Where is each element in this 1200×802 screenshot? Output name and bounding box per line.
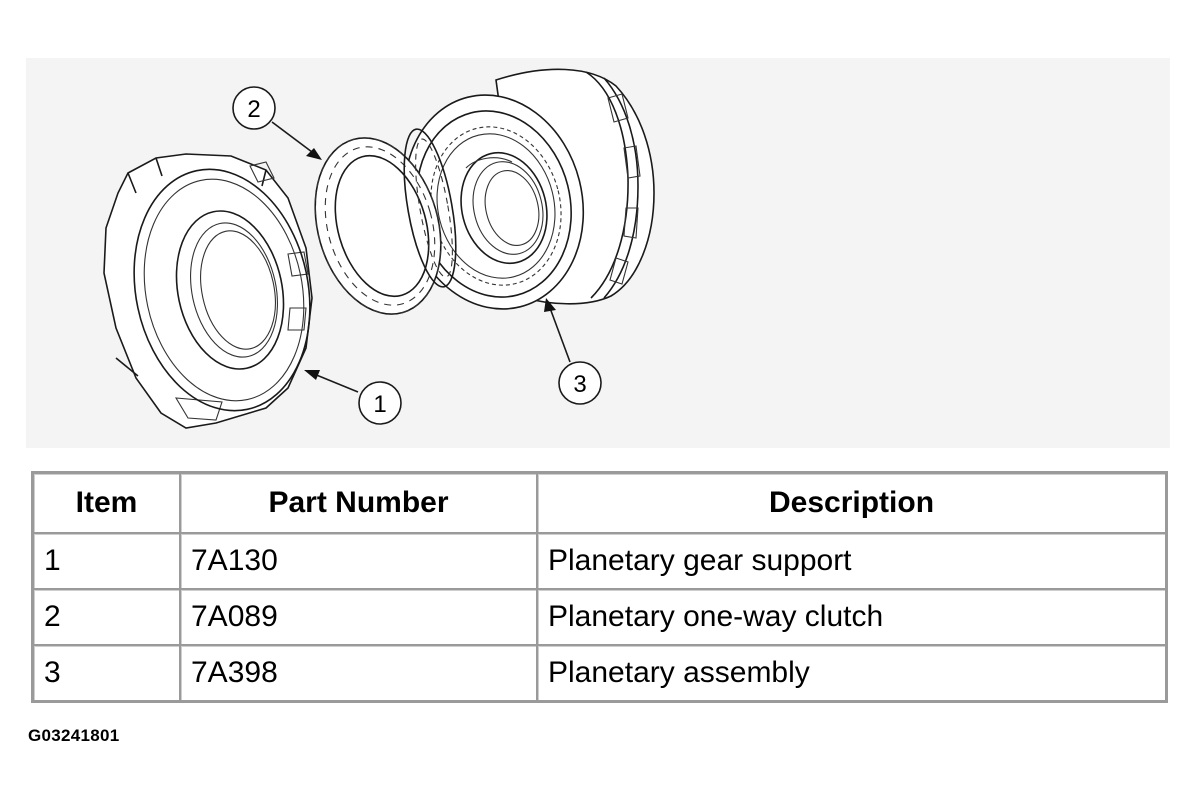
table-row: 1 7A130 Planetary gear support xyxy=(31,532,1168,590)
figure-reference-code: G03241801 xyxy=(28,726,120,745)
header-item: Item xyxy=(31,471,181,534)
cell-item: 1 xyxy=(31,532,181,590)
table-row: 3 7A398 Planetary assembly xyxy=(31,644,1168,703)
cell-description: Planetary assembly xyxy=(536,644,1168,703)
cell-item: 3 xyxy=(31,644,181,703)
callout-1: 1 xyxy=(304,370,402,425)
table-row: 2 7A089 Planetary one-way clutch xyxy=(31,588,1168,646)
table-header-row: Item Part Number Description xyxy=(31,471,1168,534)
diagram-drawing: 1 2 3 xyxy=(103,68,655,429)
callout-3-label: 3 xyxy=(573,371,586,398)
cell-description: Planetary one-way clutch xyxy=(536,588,1168,646)
exploded-parts-diagram: 1 2 3 xyxy=(26,58,1170,448)
cell-description: Planetary gear support xyxy=(536,532,1168,590)
header-description: Description xyxy=(536,471,1168,534)
callout-1-label: 1 xyxy=(373,391,386,418)
callout-2-label: 2 xyxy=(247,96,260,123)
planetary-gear-support-drawing xyxy=(103,153,313,429)
callout-2: 2 xyxy=(232,86,322,160)
callout-3: 3 xyxy=(544,298,602,405)
cell-part-number: 7A089 xyxy=(179,588,538,646)
cell-part-number: 7A398 xyxy=(179,644,538,703)
cell-item: 2 xyxy=(31,588,181,646)
planetary-assembly-drawing xyxy=(403,68,655,310)
header-part-number: Part Number xyxy=(179,471,538,534)
parts-table: Item Part Number Description 1 7A130 Pla… xyxy=(31,471,1168,703)
one-way-clutch-drawing xyxy=(314,128,457,315)
cell-part-number: 7A130 xyxy=(179,532,538,590)
